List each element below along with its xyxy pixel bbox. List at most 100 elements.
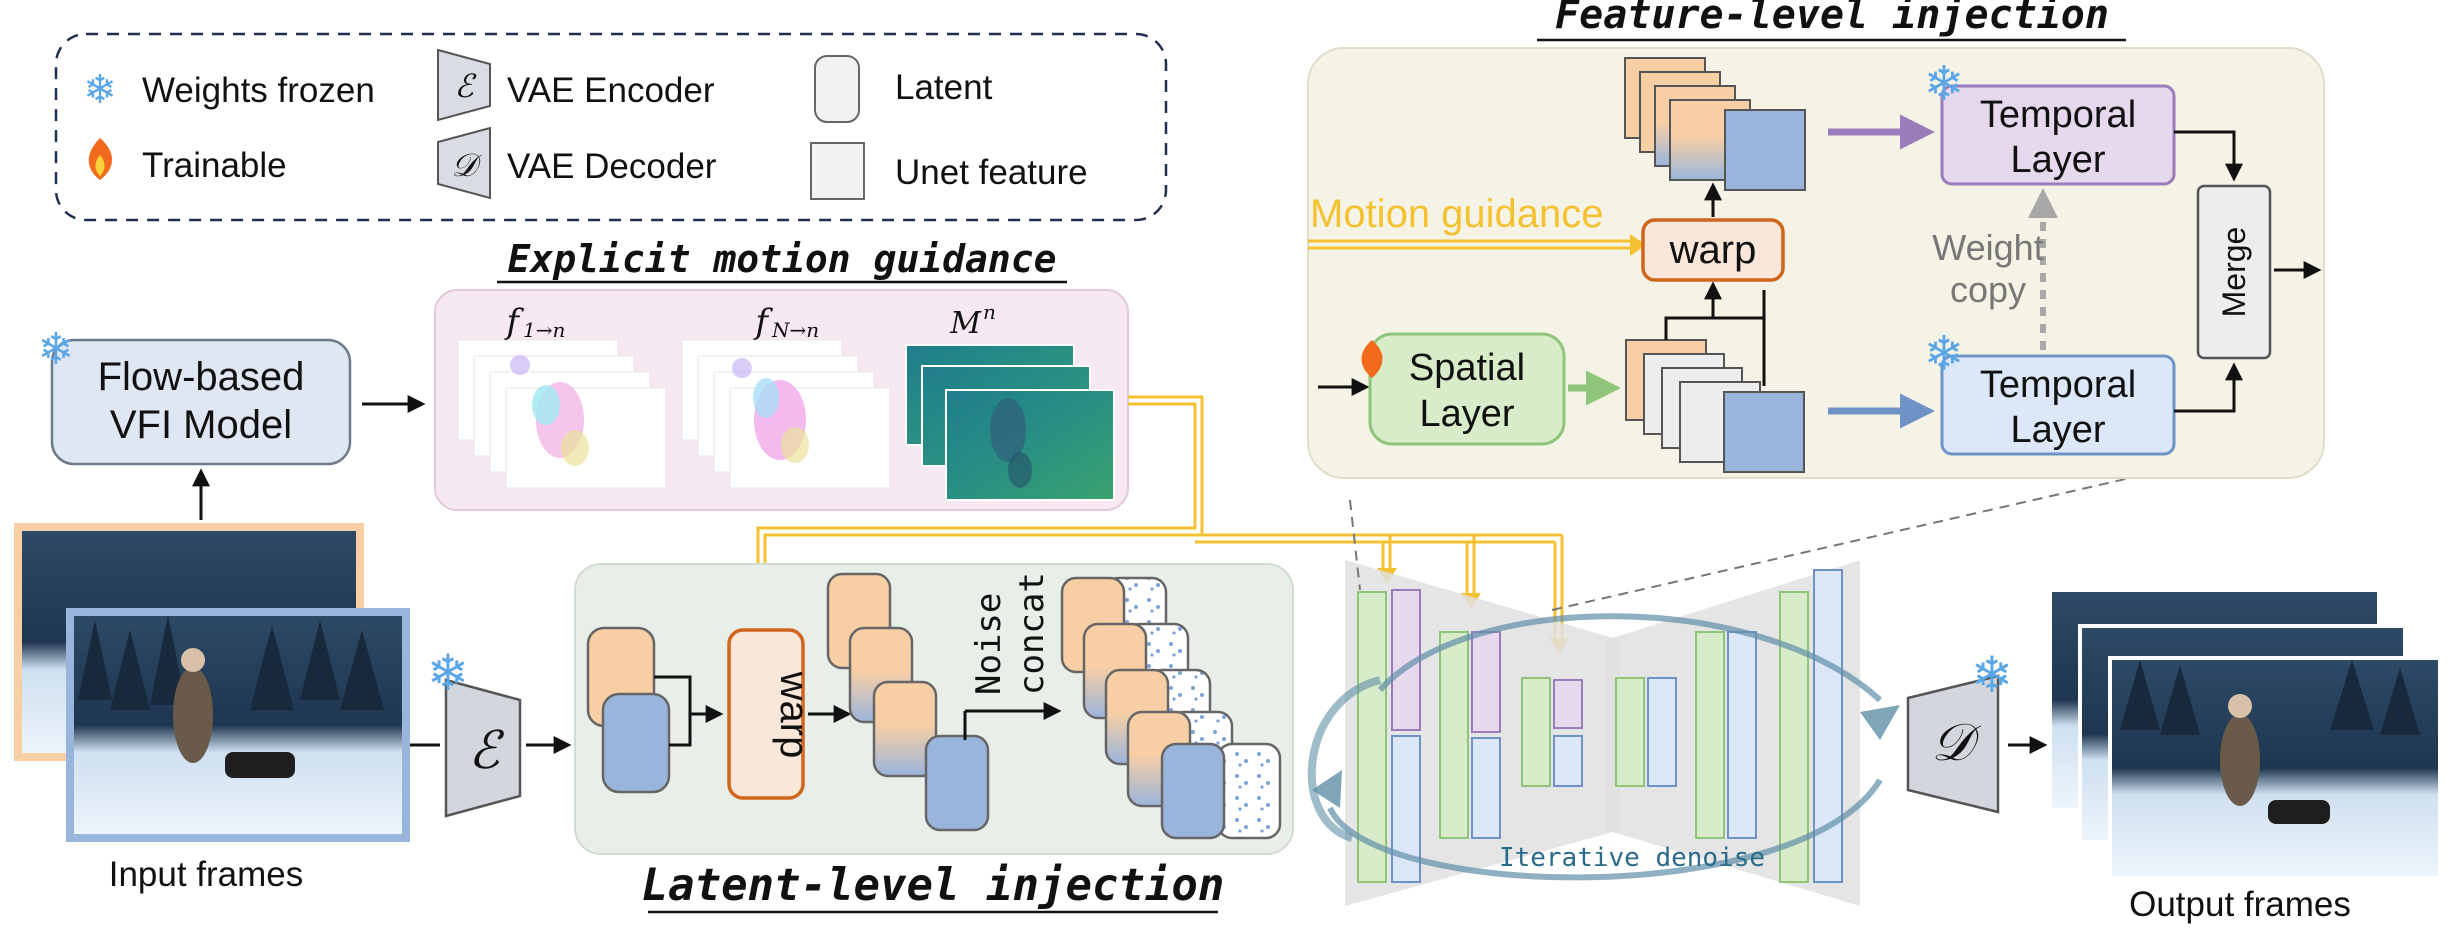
svg-text:❄: ❄	[83, 68, 117, 112]
snowflake-icon: ❄	[83, 68, 117, 112]
flame-icon	[88, 138, 112, 180]
forest-silhouette	[78, 615, 384, 710]
latent-last	[601, 692, 671, 794]
input-frame-last	[66, 608, 410, 842]
spatial-layer-line2: Layer	[1419, 393, 1514, 435]
encoder-shape	[444, 678, 522, 818]
output-frame-3	[2108, 656, 2442, 880]
feature-level-injection: Feature-level injection Motion guidance …	[1307, 0, 2325, 479]
legend-decoder-shape	[437, 126, 491, 200]
legend-latent-shape	[814, 55, 860, 123]
temporal-layer-2-line1: Temporal	[1980, 364, 2136, 406]
flow-map-f1	[457, 339, 667, 489]
output-forest	[2120, 660, 2420, 735]
temporal-layer-2	[1940, 354, 2176, 456]
mask-M-superscript: n	[983, 300, 996, 324]
encoder-symbol: ℰ	[468, 721, 504, 781]
flow-map-fN	[681, 339, 891, 489]
warped-latent-stack	[826, 572, 990, 832]
input-frames: Input frames	[14, 523, 440, 894]
denoise-arrowhead-left	[1312, 770, 1342, 808]
flow-f1-subscript: 1→n	[523, 318, 565, 342]
motion-guidance-label: Motion guidance	[1310, 192, 1604, 236]
explicit-motion-guidance: Explicit motion guidance f 1→n f	[434, 237, 1569, 654]
sled	[225, 752, 295, 778]
person-head	[181, 648, 205, 672]
unet-feature-bars	[1357, 569, 1843, 883]
snowflake-icon: ❄	[1971, 647, 2013, 703]
output-person	[2220, 714, 2260, 806]
legend-encoder-symbol: ℰ	[454, 67, 477, 105]
arrow-temporal1-to-merge	[2174, 130, 2243, 182]
feature-to-warp-left	[1664, 290, 1766, 340]
decoder-shape	[1906, 674, 2000, 814]
feature-warp-label: warp	[1669, 228, 1757, 272]
latent-warp-block	[727, 628, 805, 800]
legend-latent-label: Latent	[895, 68, 993, 107]
latent-injection-title: Latent-level injection	[642, 860, 1225, 911]
motion-guidance-wire	[756, 395, 1564, 640]
feature-injection-title: Feature-level injection	[1555, 0, 2109, 38]
person-figure	[173, 667, 213, 763]
occlusion-masks	[905, 344, 1115, 501]
concat-label: concat	[1012, 572, 1052, 695]
weight-copy-line2: copy	[1950, 269, 2026, 310]
legend-frozen-label: Weights frozen	[142, 71, 375, 110]
vfi-model-line2: VFI Model	[110, 403, 292, 447]
legend-encoder-shape	[437, 48, 491, 122]
noise-label: Noise	[969, 593, 1009, 695]
legend-decoder-label: VAE Decoder	[507, 147, 717, 186]
vae-encoder: ℰ ❄	[427, 645, 572, 818]
mask-M-label: M	[949, 306, 982, 341]
output-frames-label: Output frames	[2129, 885, 2351, 924]
vfi-model-box	[50, 338, 352, 466]
motion-guidance-arrowhead	[1630, 234, 1646, 256]
snowflake-icon: ❄	[1924, 58, 1964, 111]
unet-feature-stack	[1625, 339, 1805, 473]
spatial-layer	[1368, 332, 1566, 446]
temporal-layer-1	[1940, 84, 2176, 186]
legend-unet-label: Unet feature	[895, 153, 1088, 192]
explicit-guidance-title: Explicit motion guidance	[507, 237, 1056, 281]
vfi-model-line1: Flow-based	[98, 355, 305, 399]
output-person-head	[2228, 694, 2252, 718]
denoise-loop-bottom	[1327, 778, 1883, 881]
merge-block	[2196, 184, 2272, 360]
denoise-label: Iterative denoise	[1499, 843, 1765, 873]
denoise-loop-top	[1377, 613, 1883, 703]
latent-level-injection: warp Noise concat Latent-level injection	[574, 563, 1294, 914]
temporal-layer-2-line2: Layer	[2010, 409, 2105, 451]
arrow-latents-to-warp	[654, 675, 724, 723]
flame-icon	[1361, 340, 1383, 378]
denoise-arrowhead-right	[1860, 705, 1900, 740]
output-sled	[2268, 800, 2330, 824]
zoom-line-left	[1349, 499, 1361, 591]
warped-feature-stack	[1624, 57, 1806, 191]
arrow-temporal2-to-merge	[2174, 362, 2243, 413]
snowflake-icon: ❄	[1924, 328, 1964, 381]
snowflake-icon: ❄	[427, 645, 469, 701]
legend-unet-shape	[810, 142, 865, 200]
zoom-line-right	[1551, 461, 2201, 611]
temporal-layer-1-line2: Layer	[2010, 139, 2105, 181]
denoise-loop-left	[1307, 676, 1382, 842]
legend-trainable-label: Trainable	[142, 146, 287, 185]
feature-warp-block	[1641, 218, 1785, 282]
legend-border	[54, 32, 1168, 222]
legend-encoder-label: VAE Encoder	[507, 71, 715, 110]
spatial-layer-line1: Spatial	[1409, 347, 1525, 389]
vae-decoder: 𝒟 ❄	[1906, 647, 2048, 814]
legend: ❄ Weights frozen Trainable ℰ VAE Encoder…	[54, 32, 1168, 222]
arrow-latent-last-join	[669, 714, 692, 747]
vfi-model: Flow-based VFI Model ❄	[38, 325, 426, 520]
concat-latent-stack	[1060, 576, 1282, 840]
temporal-layer-1-line1: Temporal	[1980, 94, 2136, 136]
output-frames: Output frames	[2052, 592, 2442, 924]
unet: Iterative denoise	[1307, 461, 2201, 906]
snowflake-icon: ❄	[38, 325, 75, 374]
weight-copy-line1: Weight	[1932, 227, 2043, 268]
flow-fN-subscript: N→n	[771, 318, 819, 342]
merge-label: Merge	[2216, 227, 2252, 318]
input-frames-label: Input frames	[109, 855, 304, 894]
